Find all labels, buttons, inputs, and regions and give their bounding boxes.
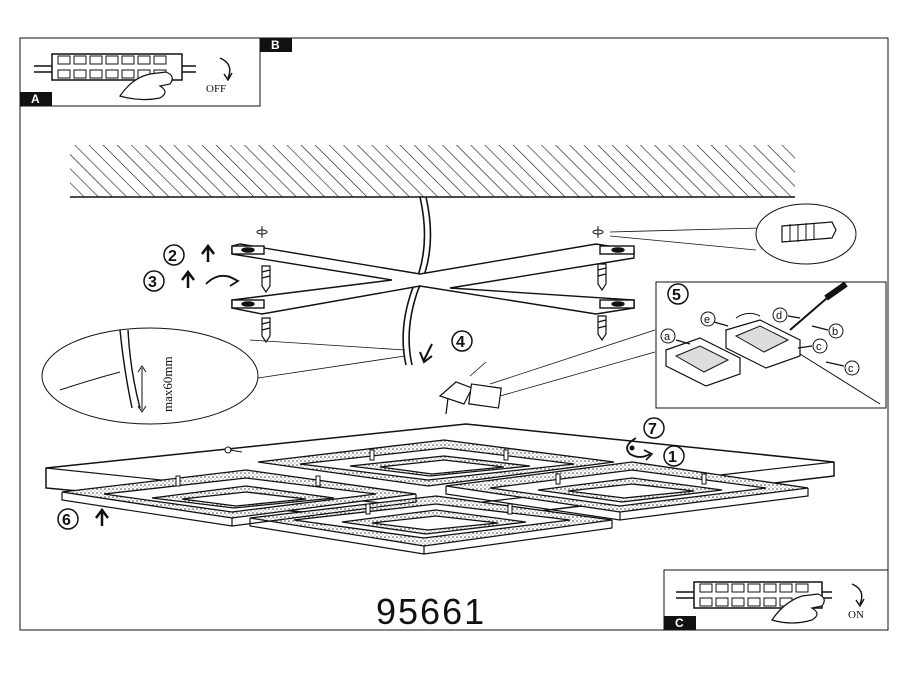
- connector-block: [438, 361, 502, 415]
- arrow-up-icon: [201, 243, 215, 262]
- detail-label-c1: c: [816, 341, 822, 353]
- step-2-marker: 2: [163, 243, 215, 266]
- hand-icon: [119, 71, 173, 101]
- rotate-arrow-icon: [851, 583, 863, 605]
- step-6-marker: 6: [57, 507, 109, 530]
- model-number: 95661: [376, 591, 486, 632]
- arrow-up-icon: [181, 269, 195, 288]
- panel-tag-c: [664, 616, 696, 630]
- power-cable: [402, 196, 426, 366]
- ceiling-luminaire: [45, 423, 835, 555]
- detail-label-a: a: [664, 331, 671, 343]
- panel-tag-a-text: A: [31, 92, 40, 106]
- step-6-number: 6: [62, 512, 71, 529]
- detail-label-b: b: [832, 326, 838, 338]
- detail-panel-5: 5 a b c c d e: [489, 281, 887, 409]
- page-frame: [19, 37, 889, 631]
- canopy-screw-icon: [224, 446, 243, 454]
- step-7-marker: 7: [626, 417, 665, 461]
- ceiling-hatching: [70, 145, 795, 197]
- wall-plug-icon: [781, 221, 837, 243]
- rotate-icon: [626, 437, 651, 458]
- panel-tag-a: [20, 92, 52, 106]
- detail-label-c2: c: [848, 363, 854, 375]
- step-2-number: 2: [168, 248, 177, 265]
- detail-label-e: e: [704, 314, 710, 326]
- step-7-number: 7: [648, 421, 657, 438]
- dowel-detail: [609, 203, 857, 265]
- step-4-marker: 4: [419, 330, 473, 364]
- arrow-up-icon: [95, 507, 109, 526]
- panel-tag-b-text: B: [271, 38, 280, 52]
- step-1-marker: 1: [663, 445, 685, 467]
- step-5-number: 5: [672, 287, 681, 304]
- panel-switch-on: ON C: [663, 569, 889, 631]
- panel-tag-c-text: C: [675, 616, 684, 630]
- step-1-number: 1: [668, 449, 677, 466]
- cable-length-detail: max60mm: [41, 327, 406, 425]
- step-3-number: 3: [148, 274, 157, 291]
- screw-icons: [261, 263, 607, 344]
- detail-label-d: d: [776, 310, 782, 322]
- mounting-bracket: [231, 243, 635, 315]
- panel-switch-off: OFF A B: [19, 37, 292, 107]
- switch-off-label: OFF: [206, 83, 226, 95]
- max-length-label: max60mm: [160, 356, 175, 412]
- hand-icon: [771, 593, 825, 624]
- arrow-down-icon: [419, 343, 433, 364]
- rotate-arrow-icon: [219, 57, 231, 79]
- switch-on-label: ON: [848, 609, 864, 621]
- step-4-number: 4: [456, 334, 465, 351]
- panel-tag-b: [260, 38, 292, 52]
- dowel-marks: [256, 226, 604, 238]
- step-3-marker: 3: [143, 269, 240, 292]
- terminal-block-icon: [34, 53, 196, 81]
